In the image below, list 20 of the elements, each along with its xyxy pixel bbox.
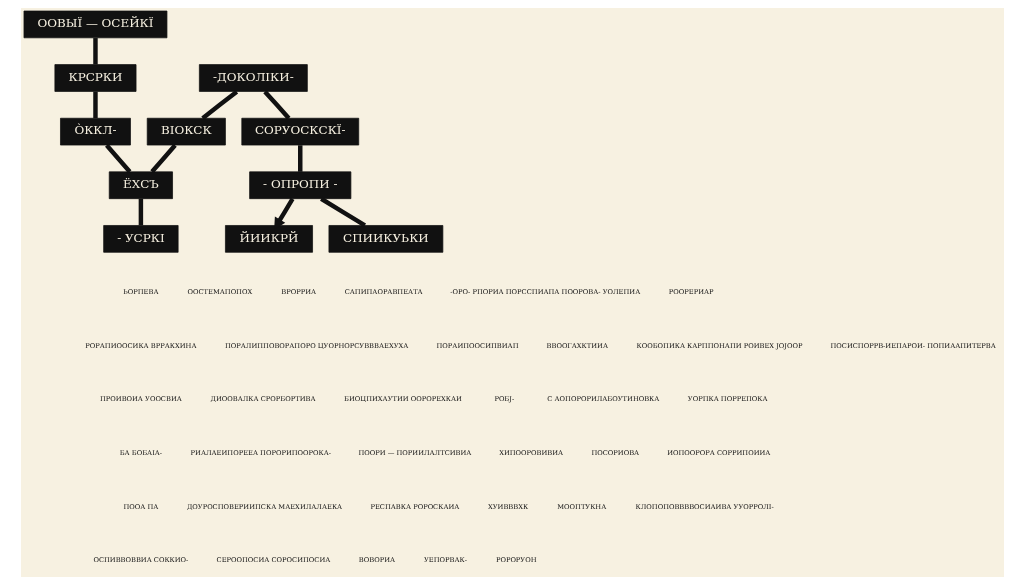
connector	[149, 143, 177, 174]
node-box: ВІОКСК	[146, 117, 226, 146]
connector	[92, 38, 98, 65]
node-box: - ОПРОПИ -	[248, 171, 351, 200]
node-box: СПИИКУЬКИ	[328, 225, 443, 253]
node-box: ЙИИКРЙ	[224, 225, 313, 253]
node-box: ООВЫЇ — ОСЕЙКЇ	[23, 10, 167, 39]
node-box: -ДОКОЛІКИ-	[198, 64, 308, 92]
node-box: - УСРКІ	[102, 225, 178, 253]
node-box: КРСРКИ	[54, 64, 136, 92]
node-box: СОРУОСКСКЇ-	[240, 117, 359, 146]
node-box: ЁХСЪ	[108, 171, 173, 200]
node-box: ÒККЛ-	[59, 117, 131, 146]
connector	[319, 196, 366, 228]
connector	[92, 91, 98, 119]
connector	[297, 145, 302, 172]
connector	[138, 198, 143, 226]
connector	[262, 90, 290, 120]
connector	[104, 143, 131, 174]
connector	[200, 89, 238, 120]
